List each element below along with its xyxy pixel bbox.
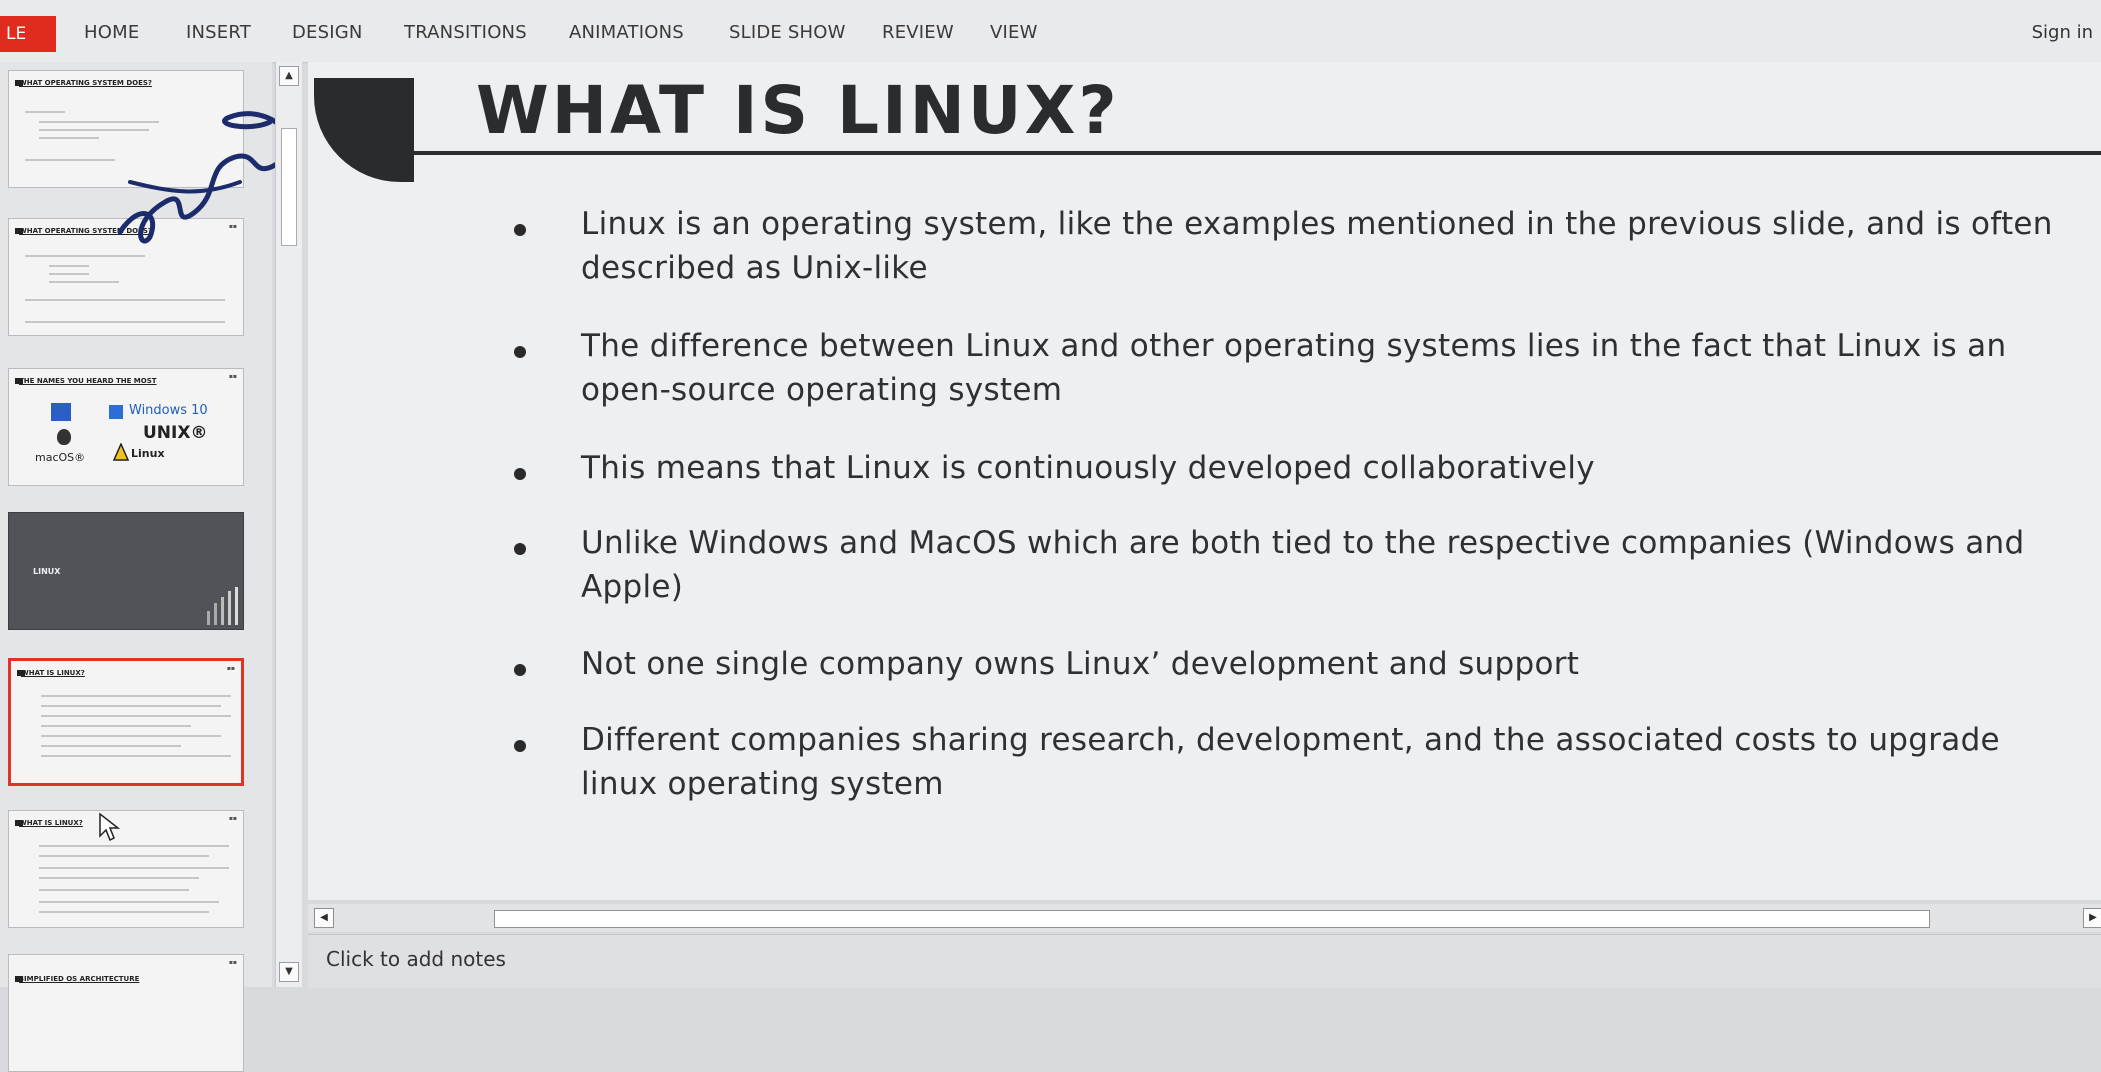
text-line xyxy=(39,129,149,131)
bullet-text: Different companies sharing research, de… xyxy=(581,722,2000,802)
linux-label: Linux xyxy=(131,447,165,460)
tab-design[interactable]: DESIGN xyxy=(292,22,363,43)
slide-thumbnail-4[interactable]: LINUX xyxy=(8,512,244,630)
file-tab[interactable]: LE xyxy=(0,16,56,52)
apple-logo-icon xyxy=(57,429,71,445)
text-line xyxy=(25,255,145,257)
tab-transitions[interactable]: TRANSITIONS xyxy=(404,22,527,43)
scroll-up-button[interactable]: ▲ xyxy=(279,66,299,86)
text-line xyxy=(39,845,229,847)
text-line xyxy=(25,299,225,301)
text-line xyxy=(39,901,219,903)
windows-10-label: Windows 10 xyxy=(129,403,208,418)
slide-canvas[interactable]: WHAT IS LINUX? Linux is an operating sys… xyxy=(308,62,2101,900)
thumbnail-title: WHAT IS LINUX? xyxy=(19,819,83,827)
tab-insert[interactable]: INSERT xyxy=(186,22,251,43)
bullet-text: Linux is an operating system, like the e… xyxy=(581,206,2053,286)
tab-home[interactable]: HOME xyxy=(84,22,140,43)
bullet-text: The difference between Linux and other o… xyxy=(581,328,2007,408)
slide-thumbnail-3[interactable]: ▪▪ THE NAMES YOU HEARD THE MOST Windows … xyxy=(8,368,244,486)
thumbnail-scrollbar[interactable]: ▲ ▼ xyxy=(275,62,302,987)
text-line xyxy=(49,281,119,283)
thumbnail-title: WHAT OPERATING SYSTEM DOES? xyxy=(19,79,152,87)
slide-title[interactable]: WHAT IS LINUX? xyxy=(476,72,1120,149)
text-line xyxy=(41,715,231,717)
thumbnail-title: THE NAMES YOU HEARD THE MOST xyxy=(19,377,157,385)
notes-pane[interactable]: Click to add notes xyxy=(308,934,2101,988)
notes-placeholder[interactable]: Click to add notes xyxy=(326,947,506,971)
sign-in-link[interactable]: Sign in xyxy=(2031,22,2093,43)
bullet-dot xyxy=(514,543,526,555)
tab-view[interactable]: VIEW xyxy=(990,22,1038,43)
slide-thumbnail-7[interactable]: ▪▪ SIMPLIFIED OS ARCHITECTURE xyxy=(8,954,244,1072)
slide-thumbnail-1[interactable]: WHAT OPERATING SYSTEM DOES? xyxy=(8,70,244,188)
text-line xyxy=(49,273,89,275)
thumbnail-title: WHAT IS LINUX? xyxy=(21,669,85,677)
bullet-dot xyxy=(514,346,526,358)
title-underline xyxy=(408,151,2101,155)
slide-thumbnail-pane: WHAT OPERATING SYSTEM DOES? ▪▪ WHAT OPER… xyxy=(0,62,293,1072)
flag-icon xyxy=(15,378,23,384)
windows-10-logo-icon xyxy=(109,405,123,419)
bullet-dot xyxy=(514,468,526,480)
text-line xyxy=(41,735,221,737)
scrollbar-thumb[interactable] xyxy=(494,910,1930,928)
horizontal-scrollbar[interactable]: ◀ ▶ xyxy=(308,904,2101,932)
text-line xyxy=(49,265,89,267)
tab-slide-show[interactable]: SLIDE SHOW xyxy=(729,22,846,43)
bullet-text: This means that Linux is continuously de… xyxy=(581,450,1595,486)
text-line xyxy=(39,867,229,869)
slide-thumbnail-2[interactable]: ▪▪ WHAT OPERATING SYSTEM DOES? xyxy=(8,218,244,336)
text-line xyxy=(41,745,181,747)
slide-thumbnail-6[interactable]: ▪▪ WHAT IS LINUX? xyxy=(8,810,244,928)
mouse-pointer-icon xyxy=(99,812,120,842)
bullet-dot xyxy=(514,664,526,676)
logo-icon: ▪▪ xyxy=(228,959,237,966)
slide-thumbnail-5[interactable]: ▪▪ WHAT IS LINUX? xyxy=(8,658,244,786)
tab-animations[interactable]: ANIMATIONS xyxy=(569,22,684,43)
logo-icon: ▪▪ xyxy=(228,815,237,822)
text-line xyxy=(25,321,225,323)
flag-icon xyxy=(17,670,25,676)
text-line xyxy=(39,121,159,123)
text-line xyxy=(41,705,221,707)
flag-icon xyxy=(15,80,23,86)
logo-icon: ▪▪ xyxy=(228,223,237,230)
text-line xyxy=(25,111,65,113)
logo-icon: ▪▪ xyxy=(228,373,237,380)
text-line xyxy=(25,159,115,161)
thumbnail-title: WHAT OPERATING SYSTEM DOES? xyxy=(19,227,152,235)
flag-icon xyxy=(15,820,23,826)
tux-logo-icon xyxy=(113,443,129,461)
thumbnail-title: LINUX xyxy=(33,567,61,576)
text-line xyxy=(39,911,209,913)
bullet-dot xyxy=(514,740,526,752)
bullet-text: Unlike Windows and MacOS which are both … xyxy=(581,525,2025,605)
flag-icon xyxy=(15,976,23,982)
text-line xyxy=(41,695,231,697)
text-line xyxy=(41,725,191,727)
thumbnail-title: SIMPLIFIED OS ARCHITECTURE xyxy=(19,975,140,983)
ink-annotation xyxy=(117,111,293,244)
text-line xyxy=(39,877,199,879)
title-decoration xyxy=(314,78,414,182)
text-line xyxy=(41,755,231,757)
text-line xyxy=(39,137,99,139)
flag-icon xyxy=(15,228,23,234)
windows-logo-icon xyxy=(51,403,71,421)
scroll-down-button[interactable]: ▼ xyxy=(279,962,299,982)
bars-decoration xyxy=(207,587,238,625)
text-line xyxy=(39,889,189,891)
scroll-left-button[interactable]: ◀ xyxy=(314,908,334,928)
text-line xyxy=(39,855,209,857)
scroll-right-button[interactable]: ▶ xyxy=(2083,908,2101,928)
bullet-dot xyxy=(514,224,526,236)
ribbon-tab-bar: LE HOME INSERT DESIGN TRANSITIONS ANIMAT… xyxy=(0,0,2101,63)
unix-label: UNIX® xyxy=(143,423,208,443)
macos-label: macOS® xyxy=(35,451,86,464)
logo-icon: ▪▪ xyxy=(226,665,235,672)
scrollbar-thumb[interactable] xyxy=(281,128,297,246)
bullet-text: Not one single company owns Linux’ devel… xyxy=(581,646,1580,682)
tab-review[interactable]: REVIEW xyxy=(882,22,954,43)
